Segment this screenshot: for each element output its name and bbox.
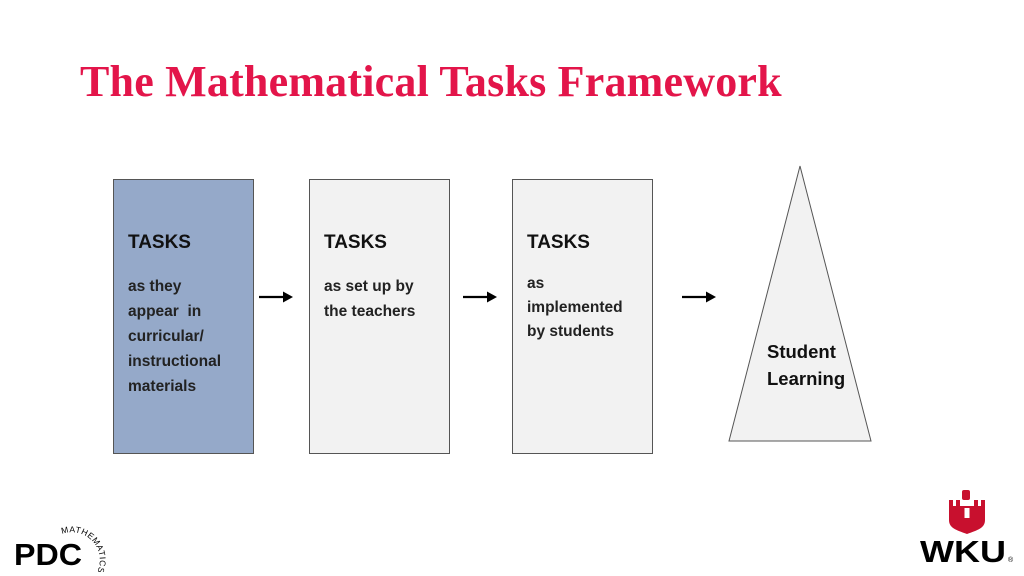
box-line: as: [527, 275, 545, 292]
student-learning-label: Student Learning: [767, 338, 845, 392]
arrow-right-icon: [682, 291, 716, 303]
arrow-right-icon: [259, 291, 293, 303]
box-description: as implemented by students: [527, 272, 623, 344]
box-line: as set up by: [324, 278, 414, 295]
box-line: as they: [128, 278, 182, 295]
box-line: the teachers: [324, 303, 416, 320]
box-line: materials: [128, 378, 197, 395]
arrow-right-icon: [463, 291, 497, 303]
triangle-line: Student: [767, 341, 836, 362]
box-description: as set up by the teachers: [324, 274, 415, 324]
box-description: as they appear in curricular/ instructio…: [128, 274, 221, 399]
box-line: appear in: [128, 303, 202, 320]
slide-title: The Mathematical Tasks Framework: [80, 57, 782, 106]
box-line: by students: [527, 323, 614, 340]
student-learning-triangle: [728, 165, 872, 442]
wku-logo-text: WKU: [920, 534, 1006, 569]
box-line: implemented: [527, 299, 623, 316]
wku-logo: WKU ®: [920, 490, 1014, 569]
box-heading: TASKS: [128, 232, 191, 253]
box-line: curricular/: [128, 328, 204, 345]
pdc-mathematics-logo: PDC MATHEMATICS: [14, 524, 107, 572]
tasks-implemented-box: TASKS as implemented by students: [512, 179, 653, 454]
box-line: instructional: [128, 353, 222, 370]
box-heading: TASKS: [527, 232, 590, 253]
pdc-logo-text: PDC: [14, 537, 82, 572]
wku-towel-icon: [949, 490, 985, 534]
registered-mark: ®: [1008, 556, 1014, 564]
tasks-in-materials-box: TASKS as they appear in curricular/ inst…: [113, 179, 254, 454]
tasks-set-up-box: TASKS as set up by the teachers: [309, 179, 450, 454]
box-heading: TASKS: [324, 232, 387, 253]
triangle-line: Learning: [767, 368, 846, 389]
